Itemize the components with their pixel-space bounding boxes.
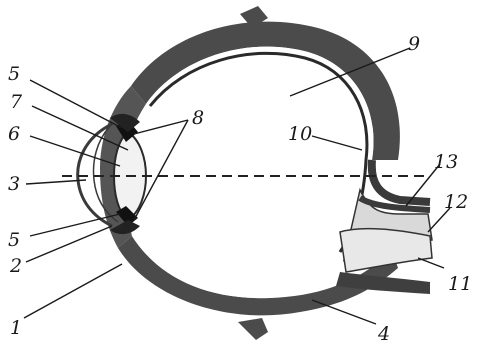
- label-9: 9: [408, 33, 420, 55]
- label-11: 11: [448, 273, 472, 295]
- label-5-top: 5: [8, 63, 20, 85]
- label-3: 3: [8, 173, 20, 195]
- label-8: 8: [192, 107, 204, 129]
- label-12: 12: [444, 191, 468, 213]
- label-6: 6: [8, 123, 20, 145]
- label-2: 2: [9, 255, 22, 277]
- nerve-sheath-top: [372, 160, 430, 202]
- label-1: 1: [10, 317, 22, 339]
- label-13: 13: [434, 151, 458, 173]
- label-7: 7: [10, 91, 23, 113]
- label-5-bottom: 5: [8, 229, 20, 251]
- label-10: 10: [288, 123, 312, 145]
- vessel-bottom: [238, 318, 268, 340]
- label-4: 4: [377, 323, 390, 345]
